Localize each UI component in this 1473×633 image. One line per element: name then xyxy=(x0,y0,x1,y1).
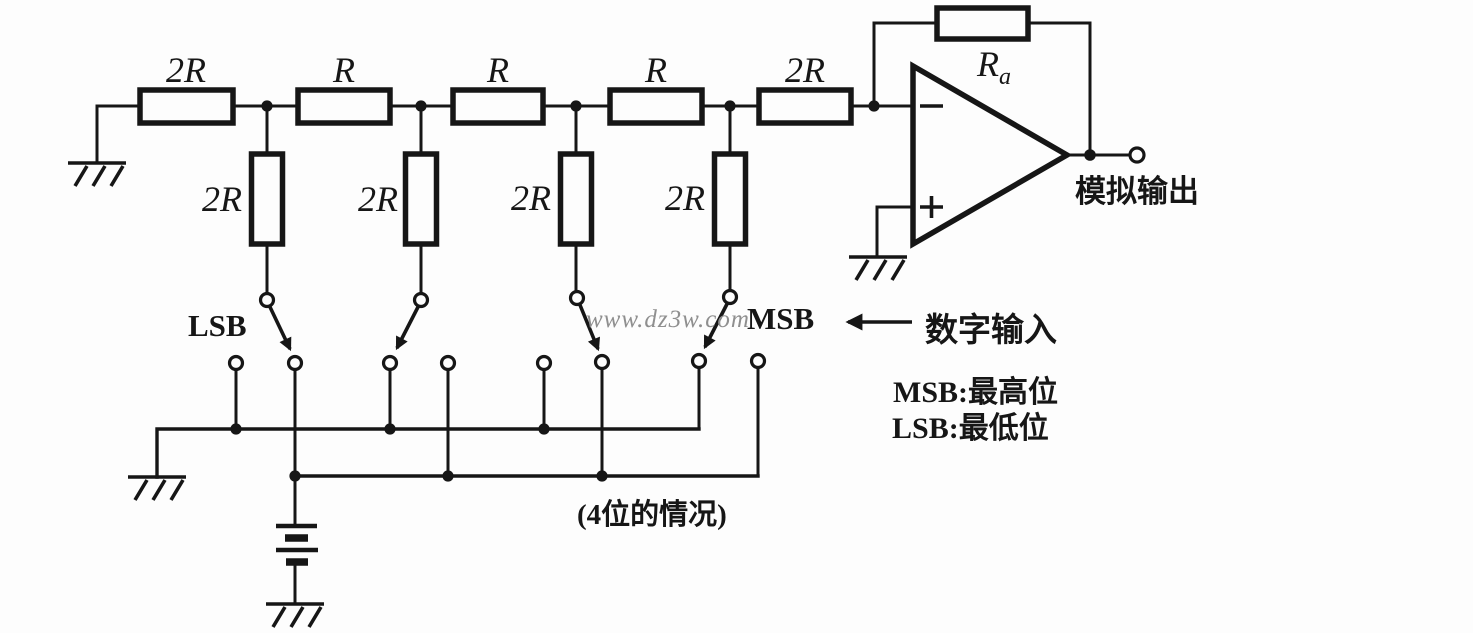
switch-arm-arrow xyxy=(578,304,600,352)
contact-terminal-gnd-2 xyxy=(381,354,399,372)
series-resistor-5: 2R xyxy=(756,50,854,126)
resistor-label: 2R xyxy=(665,178,705,218)
contact-terminal-vref-3 xyxy=(593,353,611,371)
resistor-box xyxy=(248,151,286,247)
lsb-meaning-label: LSB:最低位 xyxy=(892,411,1049,445)
switch-arm-arrow xyxy=(703,303,729,350)
case-note-label: (4位的情况) xyxy=(577,497,727,531)
top-rail: 2R R R R 2R xyxy=(66,50,915,188)
junction-dot xyxy=(1084,149,1096,161)
contact-terminal-vref-4 xyxy=(749,352,767,370)
series-resistor-3: R xyxy=(450,50,546,126)
resistor-box xyxy=(711,151,749,247)
shunt-resistor-1: 2R xyxy=(202,104,286,296)
ground-icon-opamp xyxy=(847,255,909,282)
reference-battery xyxy=(264,474,326,629)
resistor-box xyxy=(607,87,705,126)
resistor-label: 2R xyxy=(358,179,398,219)
series-resistor-2: R xyxy=(295,50,393,126)
resistor-label: R xyxy=(486,50,509,90)
series-resistor-4: R xyxy=(607,50,705,126)
wire-ground-to-r1 xyxy=(95,104,142,165)
bit-switch-3 xyxy=(568,289,600,352)
wire-feedback-left xyxy=(872,21,939,108)
feedback-resistor-box xyxy=(934,5,1031,42)
ground-bus xyxy=(126,423,701,502)
analog-output-label: 模拟输出 xyxy=(1075,174,1199,209)
switch-arm-arrow xyxy=(268,306,292,352)
lsb-label: LSB xyxy=(188,308,247,343)
resistor-label: 2R xyxy=(166,50,206,90)
resistor-box xyxy=(137,87,236,126)
switch-pole-terminal xyxy=(258,291,276,309)
feedback-resistor-label: Ra xyxy=(976,44,1011,90)
junction-dot xyxy=(230,423,242,435)
resistor-label: 2R xyxy=(202,179,242,219)
msb-label: MSB xyxy=(747,301,814,336)
digital-input-annotation: 数字输入 MSB:最高位 LSB:最低位 xyxy=(845,312,1058,445)
ground-icon-top-left xyxy=(66,161,128,188)
shunt-resistor-3: 2R xyxy=(511,104,595,294)
resistor-box xyxy=(450,87,546,126)
contact-terminals xyxy=(227,352,767,478)
wire-feedback-right xyxy=(1026,21,1092,157)
shunt-resistor-2: 2R xyxy=(358,104,440,296)
junction-dot xyxy=(442,470,454,482)
opamp-triangle xyxy=(910,61,1073,249)
resistor-box xyxy=(557,151,595,247)
bit-switch-2 xyxy=(395,291,430,351)
contact-terminal-gnd-1 xyxy=(227,354,245,372)
switch-arm-arrow xyxy=(395,306,420,351)
contact-terminal-vref-1 xyxy=(286,354,304,372)
shunt-resistor-4: 2R xyxy=(665,104,749,293)
junction-dot xyxy=(384,423,396,435)
junction-dot xyxy=(538,423,550,435)
contact-terminal-gnd-3 xyxy=(535,354,553,372)
msb-meaning-label: MSB:最高位 xyxy=(893,375,1058,409)
resistor-label: R xyxy=(644,50,667,90)
ground-bus-wire xyxy=(155,427,701,479)
resistor-box xyxy=(295,87,393,126)
contact-terminal-vref-2 xyxy=(439,354,457,372)
junction-dot xyxy=(596,470,608,482)
resistor-label: 2R xyxy=(511,178,551,218)
switch-pole-terminal xyxy=(721,288,739,306)
vref-bus xyxy=(289,470,760,482)
resistor-box xyxy=(756,87,854,126)
wire-plus-input-to-ground xyxy=(875,205,915,259)
ground-icon-bus xyxy=(126,475,188,502)
digital-input-label: 数字输入 xyxy=(925,312,1057,349)
resistor-box xyxy=(402,151,440,247)
resistor-label: R xyxy=(332,50,355,90)
series-resistor-1: 2R xyxy=(137,50,236,126)
analog-output-terminal xyxy=(1128,146,1146,164)
opamp: Ra 模拟输出 xyxy=(847,5,1199,282)
contact-terminal-gnd-4 xyxy=(690,352,708,370)
bit-switch-4-msb xyxy=(703,288,739,350)
switch-pole-terminal xyxy=(568,289,586,307)
resistor-label: 2R xyxy=(785,50,825,90)
ground-icon-battery xyxy=(264,602,326,629)
watermark: www.dz3w.com xyxy=(586,306,750,333)
bit-switch-1-lsb xyxy=(258,291,292,352)
switch-pole-terminal xyxy=(412,291,430,309)
